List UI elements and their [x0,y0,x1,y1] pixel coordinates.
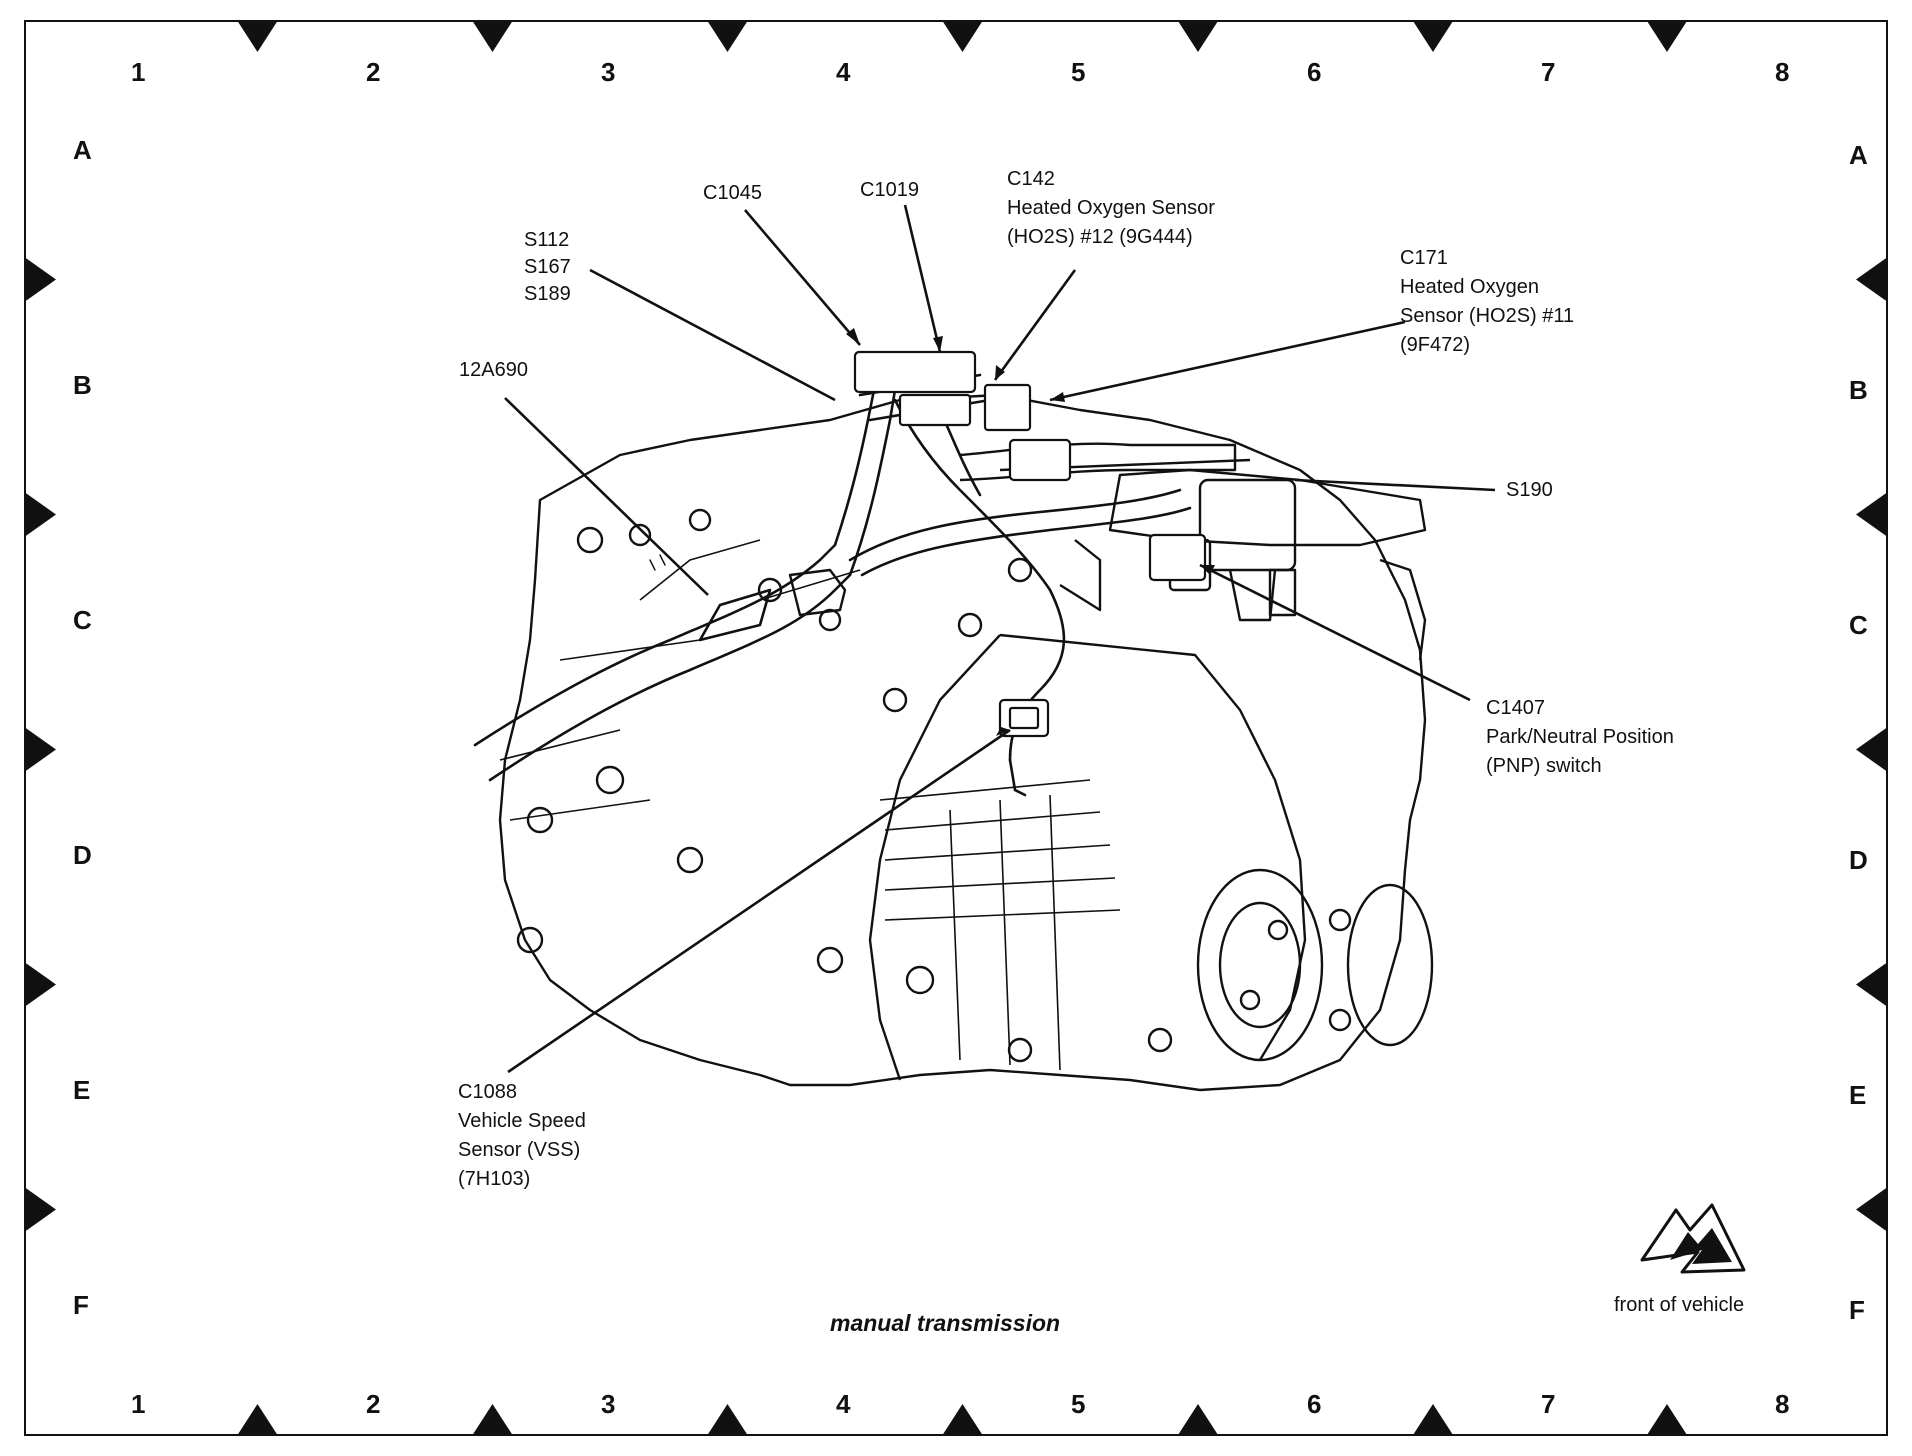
connector-c1045-c1019-block [853,350,977,394]
grid-col-bottom-5: 5 [1071,1389,1086,1419]
tick-bottom-5 [1413,1404,1453,1435]
grid-col-bottom-2: 2 [366,1389,381,1419]
tick-top-3 [942,21,983,52]
leader-arrowheads [846,328,1215,736]
callout-s112-s167-s189: S112 S167 S189 [524,229,571,305]
grid-col-bottom-6: 6 [1307,1389,1322,1419]
grid-col-top-5: 5 [1071,57,1086,87]
connector-c1407 [1148,533,1207,582]
tick-right-1 [1856,492,1887,537]
callout-c1019: C1019 [860,179,919,201]
transmission-bolts [516,508,1352,1063]
grid-col-top-7: 7 [1541,57,1556,87]
grid-col-top-4: 4 [836,57,851,87]
tick-bottom-6 [1647,1404,1687,1435]
callout-c1088: C1088 Vehicle Speed Sensor (VSS) (7H103) [458,1081,586,1190]
grid-row-right-C: C [1849,610,1868,640]
tick-bottom-0 [237,1404,278,1435]
tick-bottom-3 [942,1404,983,1435]
tick-left-3 [25,962,56,1007]
callout-c1045: C1045 [703,182,762,204]
front-of-vehicle-arrow-icon [1640,1203,1746,1274]
tick-top-0 [237,21,278,52]
front-of-vehicle-label: front of vehicle [1614,1294,1745,1316]
tick-top-1 [472,21,513,52]
callout-c142: C142 Heated Oxygen Sensor (HO2S) #12 (9G… [1007,168,1215,248]
grid-row-left-B: B [73,370,92,400]
grid-col-bottom-7: 7 [1541,1389,1556,1419]
tick-right-2 [1856,727,1887,772]
tick-bottom-2 [707,1404,748,1435]
grid-col-bottom-1: 1 [131,1389,146,1419]
connectors [853,350,1207,738]
transmission-illustration [498,393,1434,1092]
tick-left-4 [25,1187,56,1232]
tick-right-4 [1856,1187,1887,1232]
grid-col-top-3: 3 [601,57,616,87]
grid-col-top-6: 6 [1307,57,1322,87]
grid-row-left-D: D [73,840,92,870]
callout-12a690: 12A690 [459,359,528,381]
tick-bottom-1 [472,1404,513,1435]
callout-c1407: C1407 Park/Neutral Position (PNP) switch [1486,697,1674,777]
tick-bottom-4 [1178,1404,1218,1435]
grid-row-right-D: D [1849,845,1868,875]
tick-top-4 [1178,21,1218,52]
grid-row-left-A: A [73,135,92,165]
grid-row-left-F: F [73,1290,89,1320]
tick-top-2 [707,21,748,52]
tick-left-2 [25,727,56,772]
grid-col-top-8: 8 [1775,57,1790,87]
grid-row-right-E: E [1849,1080,1867,1110]
callout-c171: C171 Heated Oxygen Sensor (HO2S) #11 (9F… [1400,247,1575,356]
tick-top-5 [1413,21,1453,52]
grid-row-right-F: F [1849,1295,1865,1325]
tick-left-1 [25,492,56,537]
grid-col-bottom-4: 4 [836,1389,851,1419]
grid-row-left-C: C [73,605,92,635]
border-ticks [25,21,1887,1435]
connector-c142 [983,383,1032,432]
grid-col-top-1: 1 [131,57,146,87]
grid-row-left-E: E [73,1075,91,1105]
grid-col-bottom-8: 8 [1775,1389,1790,1419]
grid-row-right-B: B [1849,375,1868,405]
grid-col-bottom-3: 3 [601,1389,616,1419]
tick-right-0 [1856,257,1887,302]
wiring-harness [473,373,1192,797]
callout-s190: S190 [1506,479,1553,501]
diagram-caption: manual transmission [830,1310,1061,1336]
tick-left-0 [25,257,56,302]
grid-row-right-A: A [1849,140,1868,170]
tick-right-3 [1856,962,1887,1007]
tick-top-6 [1647,21,1687,52]
leader-lines [504,204,1496,1074]
grid-col-top-2: 2 [366,57,381,87]
